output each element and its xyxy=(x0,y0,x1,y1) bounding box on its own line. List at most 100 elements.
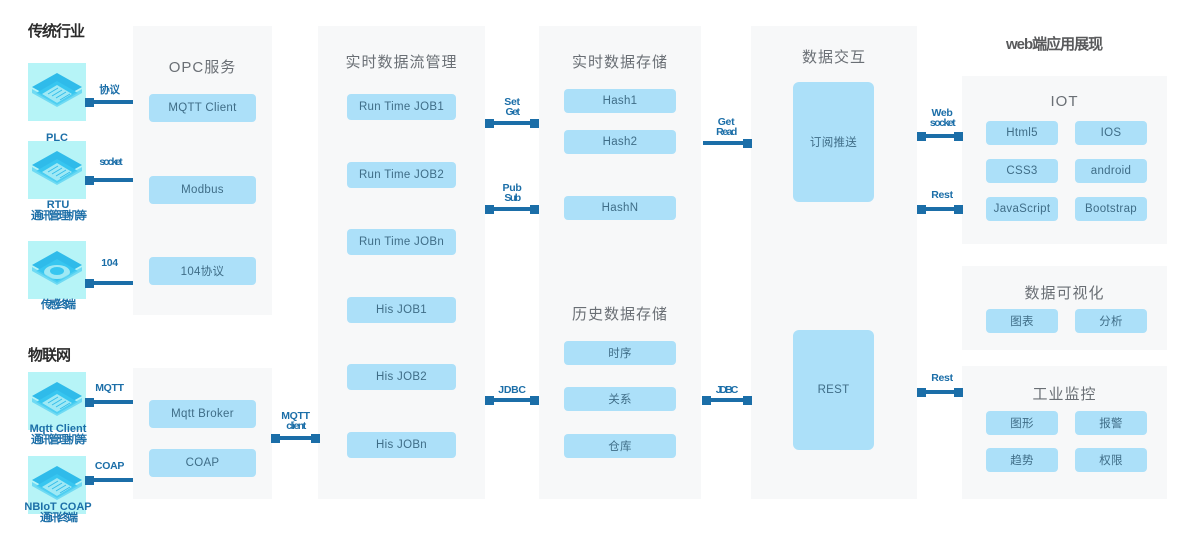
connector-cap xyxy=(530,204,539,214)
chip-run-time-jobn[interactable]: Run Time JOBn xyxy=(347,229,456,255)
connector-stream-hash-setget xyxy=(485,118,539,128)
connector-label-rest-lower: Rest xyxy=(931,372,953,384)
connector-cap xyxy=(702,395,711,405)
connector-label-broker-stream: MQTT client xyxy=(281,410,310,432)
connector-label-sensor-opc: 104 xyxy=(101,257,118,269)
chip-mqtt-broker[interactable]: Mqtt Broker xyxy=(149,400,256,428)
connector-coap-broker xyxy=(85,475,133,485)
group-heading-web: web端应用展现 xyxy=(1006,36,1103,53)
chip-hashn[interactable]: HashN xyxy=(564,196,676,220)
connector-label-pub-sub: Pub Sub xyxy=(502,182,522,204)
panel-data-exchange: 数据交互 订阅推送 REST xyxy=(751,26,917,499)
device-stack-icon-glyph xyxy=(32,73,82,107)
panel-title-history-storage: 历史数据存储 xyxy=(571,306,668,323)
chip-android[interactable]: android xyxy=(1075,159,1147,183)
chip-alarm[interactable]: 报警 xyxy=(1075,411,1147,435)
panel-iot-broker: Mqtt Broker COAP xyxy=(133,368,272,499)
connector-cap xyxy=(485,204,494,214)
device-icon-plc xyxy=(28,63,86,121)
panel-title-opc: OPC服务 xyxy=(168,59,237,76)
device-stack-icon-glyph xyxy=(32,466,82,500)
chip-warehouse[interactable]: 仓库 xyxy=(564,434,676,458)
connector-label-web-socket: Web socket xyxy=(929,107,956,129)
chip-bootstrap[interactable]: Bootstrap xyxy=(1075,197,1147,221)
chip-his-job2[interactable]: His JOB2 xyxy=(347,364,456,390)
connector-cap xyxy=(917,131,926,141)
connector-label-rtu-opc: socket xyxy=(99,156,122,168)
device-label-plc: PLC xyxy=(46,132,68,144)
chip-trend[interactable]: 趋势 xyxy=(986,448,1058,472)
connector-cap xyxy=(485,395,494,405)
chip-charts[interactable]: 图表 xyxy=(986,309,1058,333)
connector-label-rest-upper: Rest xyxy=(931,189,953,201)
connector-cap xyxy=(530,395,539,405)
connector-label-get-read: Get Read xyxy=(716,116,737,138)
chip-relational[interactable]: 关系 xyxy=(564,387,676,411)
connector-hisjob-store xyxy=(485,395,539,405)
device-label-mqtt-client: Mqtt Client 通讯管理机等 xyxy=(29,423,87,446)
connector-cap xyxy=(85,97,94,107)
panel-opc-service: OPC服务 MQTT Client Modbus 104协议 xyxy=(133,26,272,315)
chip-analysis[interactable]: 分析 xyxy=(1075,309,1147,333)
chip-104-protocol[interactable]: 104协议 xyxy=(149,257,256,285)
device-icon-mqtt-client xyxy=(28,372,86,430)
connector-cap xyxy=(85,175,94,185)
connector-rest-web xyxy=(917,387,963,397)
chip-run-time-job1[interactable]: Run Time JOB1 xyxy=(347,94,456,120)
chip-css3[interactable]: CSS3 xyxy=(986,159,1058,183)
connector-broker-stream xyxy=(271,433,320,443)
connector-cap xyxy=(917,204,926,214)
connector-cap xyxy=(530,118,539,128)
connector-mqtt-broker xyxy=(85,397,133,407)
chip-graphics[interactable]: 图形 xyxy=(986,411,1058,435)
connector-cap xyxy=(917,387,926,397)
connector-cap xyxy=(85,475,94,485)
chip-hash2[interactable]: Hash2 xyxy=(564,130,676,154)
chip-modbus[interactable]: Modbus xyxy=(149,176,256,204)
connector-label-jdbc-left: JDBC xyxy=(498,384,526,396)
chip-html5[interactable]: Html5 xyxy=(986,121,1058,145)
device-stack-icon-glyph xyxy=(32,151,82,185)
chip-run-time-job2[interactable]: Run Time JOB2 xyxy=(347,162,456,188)
panel-title-monitoring: 工业监控 xyxy=(1032,386,1097,403)
connector-plc-opc xyxy=(85,97,133,107)
chip-mqtt-client[interactable]: MQTT Client xyxy=(149,94,256,122)
connector-cap xyxy=(85,397,94,407)
device-icon-nbiot-coap xyxy=(28,456,86,514)
chip-ios[interactable]: IOS xyxy=(1075,121,1147,145)
connector-cap xyxy=(311,433,320,443)
chip-coap[interactable]: COAP xyxy=(149,449,256,477)
panel-stream-management: 实时数据流管理 Run Time JOB1 Run Time JOB2 Run … xyxy=(318,26,485,499)
group-heading-iot: 物联网 xyxy=(28,347,71,364)
panel-title-iot: IOT xyxy=(1050,93,1079,110)
connector-cap xyxy=(743,138,752,148)
connector-cap xyxy=(271,433,280,443)
connector-sensor-opc xyxy=(85,278,133,288)
panel-web-monitoring: 工业监控 图形 报警 趋势 权限 xyxy=(962,366,1167,499)
connector-rtu-opc xyxy=(85,175,133,185)
panel-web-visualization: 数据可视化 图表 分析 xyxy=(962,266,1167,350)
connector-label-coap-broker: COAP xyxy=(94,460,125,472)
connector-store-rest xyxy=(702,395,752,405)
connector-hash-exchange xyxy=(703,138,752,148)
chip-his-jobn[interactable]: His JOBn xyxy=(347,432,456,458)
chip-permission[interactable]: 权限 xyxy=(1075,448,1147,472)
chip-javascript[interactable]: JavaScript xyxy=(986,197,1058,221)
device-label-rtu: RTU 通讯管理机等 xyxy=(31,199,87,222)
connector-cap xyxy=(85,278,94,288)
panel-title-exchange: 数据交互 xyxy=(801,49,866,66)
connector-stream-hash-pubsub xyxy=(485,204,539,214)
connector-exchange-web-rest xyxy=(917,204,963,214)
device-stack-icon-glyph xyxy=(32,382,82,416)
panel-history-storage: 历史数据存储 时序 关系 仓库 xyxy=(539,268,701,499)
chip-hash1[interactable]: Hash1 xyxy=(564,89,676,113)
device-label-nbiot-coap: NBIoT COAP 通讯终端 xyxy=(24,501,92,524)
chip-time-series[interactable]: 时序 xyxy=(564,341,676,365)
chip-his-job1[interactable]: His JOB1 xyxy=(347,297,456,323)
chip-subscribe-push[interactable]: 订阅推送 xyxy=(793,82,874,202)
chip-rest[interactable]: REST xyxy=(793,330,874,450)
panel-title-visualization: 数据可视化 xyxy=(1024,285,1105,302)
connector-cap xyxy=(485,118,494,128)
connector-cap xyxy=(954,204,963,214)
